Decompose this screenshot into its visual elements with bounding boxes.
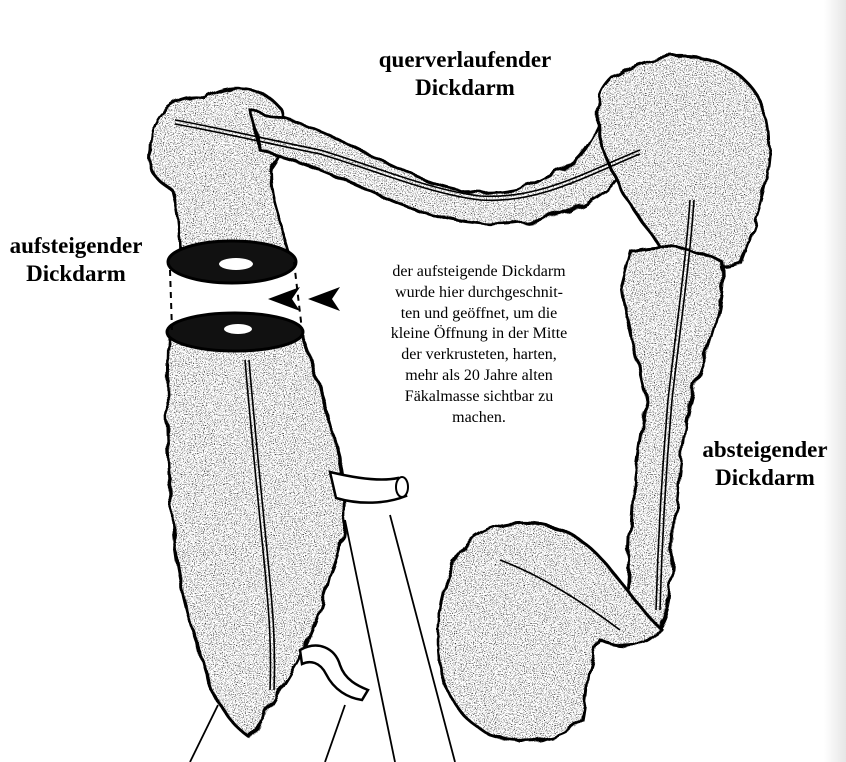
pointer-arrows <box>268 287 340 311</box>
caption-line: ten und geöffnet, um die <box>360 304 598 325</box>
transverse-colon-label: querverlaufender Dickdarm <box>345 46 585 102</box>
ascending-colon-label: aufsteigender Dickdarm <box>0 232 152 288</box>
ascending-colon-lower <box>167 322 345 738</box>
ascending-colon-label-line: aufsteigender <box>0 232 152 260</box>
transverse-colon-label-line: Dickdarm <box>345 74 585 102</box>
caption-line: machen. <box>360 408 598 429</box>
ileum-stub <box>330 472 408 503</box>
descending-colon-label: absteigender Dickdarm <box>690 436 840 492</box>
sigmoid-colon <box>438 522 660 740</box>
ascending-colon-label-line: Dickdarm <box>0 260 152 288</box>
caption-line: wurde hier durchgeschnit- <box>360 283 598 304</box>
cross-section-lower <box>167 313 303 351</box>
cross-section-caption: der aufsteigende Dickdarm wurde hier dur… <box>360 262 598 428</box>
caption-line: Fäkalmasse sichtbar zu <box>360 387 598 408</box>
caption-line: der aufsteigende Dickdarm <box>360 262 598 283</box>
cross-section-upper <box>168 241 296 283</box>
caption-line: mehr als 20 Jahre alten <box>360 366 598 387</box>
descending-colon-label-line: absteigender <box>690 436 840 464</box>
splenic-flexure <box>598 57 770 267</box>
transverse-colon-label-line: querverlaufender <box>345 46 585 74</box>
descending-colon-label-line: Dickdarm <box>690 464 840 492</box>
caption-line: der verkrusteten, harten, <box>360 345 598 366</box>
caption-line: kleine Öffnung in der Mitte <box>360 324 598 345</box>
transverse-colon <box>250 92 635 224</box>
appendix <box>300 646 368 700</box>
